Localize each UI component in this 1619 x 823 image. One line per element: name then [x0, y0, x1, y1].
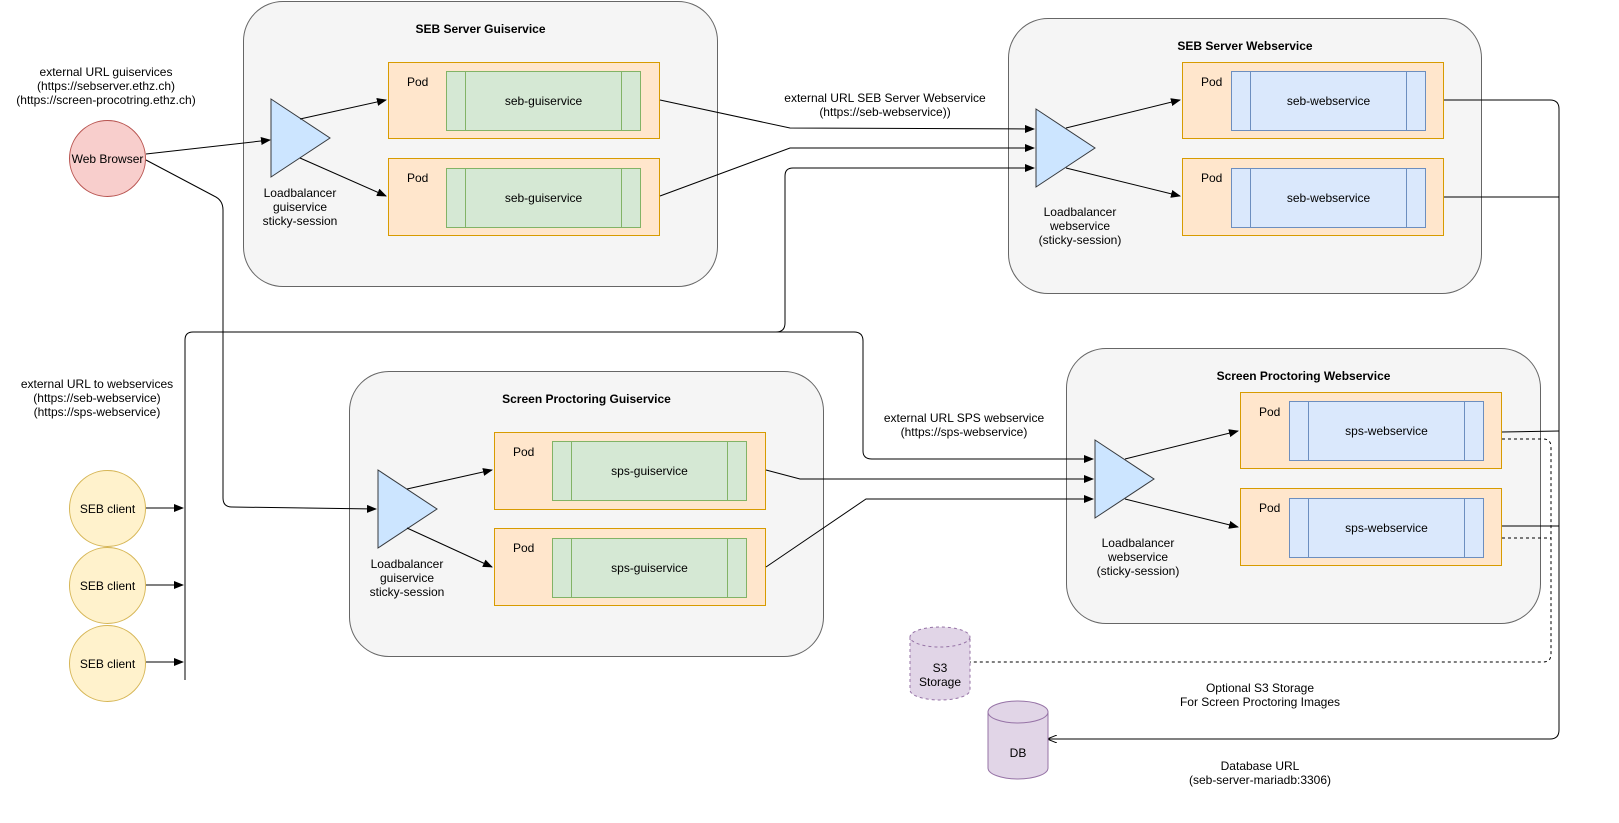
service-label: sps-guiservice	[611, 464, 688, 478]
pod-label: Pod	[513, 541, 535, 555]
seb-client-label: SEB client	[79, 578, 136, 593]
pod-label: Pod	[1259, 501, 1281, 515]
pod-sps-webservice-1: Pod sps-webservice	[1240, 392, 1502, 469]
group-seb-server-guiservice: SEB Server Guiservice	[243, 1, 718, 287]
pod-label: Pod	[1201, 75, 1223, 89]
sps-guiservice-container: sps-guiservice	[552, 441, 747, 501]
service-label: sps-webservice	[1345, 521, 1428, 535]
group-title: SEB Server Webservice	[1177, 39, 1313, 53]
pod-seb-webservice-1: Pod seb-webservice	[1182, 62, 1444, 139]
seb-webservice-container: seb-webservice	[1231, 71, 1426, 131]
web-browser-label: Web Browser	[71, 151, 144, 166]
external-url-guiservices-note: external URL guiservices(https://sebserv…	[16, 65, 196, 107]
db-label: DB	[1009, 746, 1027, 760]
loadbalancer-sp-web-icon	[1094, 439, 1155, 519]
web-browser-node: Web Browser	[69, 120, 146, 197]
service-label: sps-webservice	[1345, 424, 1428, 438]
pod-sps-guiservice-1: Pod sps-guiservice	[494, 432, 766, 510]
group-title: Screen Proctoring Webservice	[1216, 369, 1391, 383]
seb-client-label: SEB client	[79, 501, 136, 516]
sps-guiservice-container: sps-guiservice	[552, 538, 747, 598]
pod-seb-guiservice-2: Pod seb-guiservice	[388, 158, 660, 236]
seb-client-node: SEB client	[69, 547, 146, 624]
sps-webservice-container: sps-webservice	[1289, 498, 1484, 558]
seb-client-node: SEB client	[69, 470, 146, 547]
loadbalancer-sp-gui-icon	[377, 469, 438, 549]
database-url-note: Database URL(seb-server-mariadb:3306)	[1188, 759, 1332, 787]
pod-label: Pod	[513, 445, 535, 459]
loadbalancer-seb-gui-icon	[270, 98, 331, 178]
service-label: seb-guiservice	[504, 191, 583, 205]
pod-sps-guiservice-2: Pod sps-guiservice	[494, 528, 766, 606]
sps-webservice-container: sps-webservice	[1289, 401, 1484, 461]
external-url-sps-webservice-note: external URL SPS webservice(https://sps-…	[883, 411, 1045, 439]
service-label: seb-webservice	[1286, 191, 1371, 205]
seb-guiservice-container: seb-guiservice	[446, 71, 641, 131]
pod-seb-guiservice-1: Pod seb-guiservice	[388, 62, 660, 139]
pod-label: Pod	[407, 75, 429, 89]
pod-sps-webservice-2: Pod sps-webservice	[1240, 488, 1502, 566]
group-title: SEB Server Guiservice	[415, 22, 546, 36]
pod-label: Pod	[407, 171, 429, 185]
pod-seb-webservice-2: Pod seb-webservice	[1182, 158, 1444, 236]
seb-webservice-container: seb-webservice	[1231, 168, 1426, 228]
seb-guiservice-container: seb-guiservice	[446, 168, 641, 228]
seb-client-node: SEB client	[69, 625, 146, 702]
service-label: seb-webservice	[1286, 94, 1371, 108]
s3-storage-icon	[909, 626, 971, 701]
external-url-seb-webservice-note: external URL SEB Server Webservice(https…	[784, 91, 986, 119]
pod-label: Pod	[1201, 171, 1223, 185]
database-icon	[987, 700, 1049, 780]
external-url-webservices-note: external URL to webservices(https://seb-…	[20, 377, 174, 419]
pod-label: Pod	[1259, 405, 1281, 419]
service-label: seb-guiservice	[504, 94, 583, 108]
seb-client-label: SEB client	[79, 656, 136, 671]
loadbalancer-seb-web-icon	[1035, 108, 1096, 188]
group-title: Screen Proctoring Guiservice	[502, 392, 671, 406]
service-label: sps-guiservice	[611, 561, 688, 575]
